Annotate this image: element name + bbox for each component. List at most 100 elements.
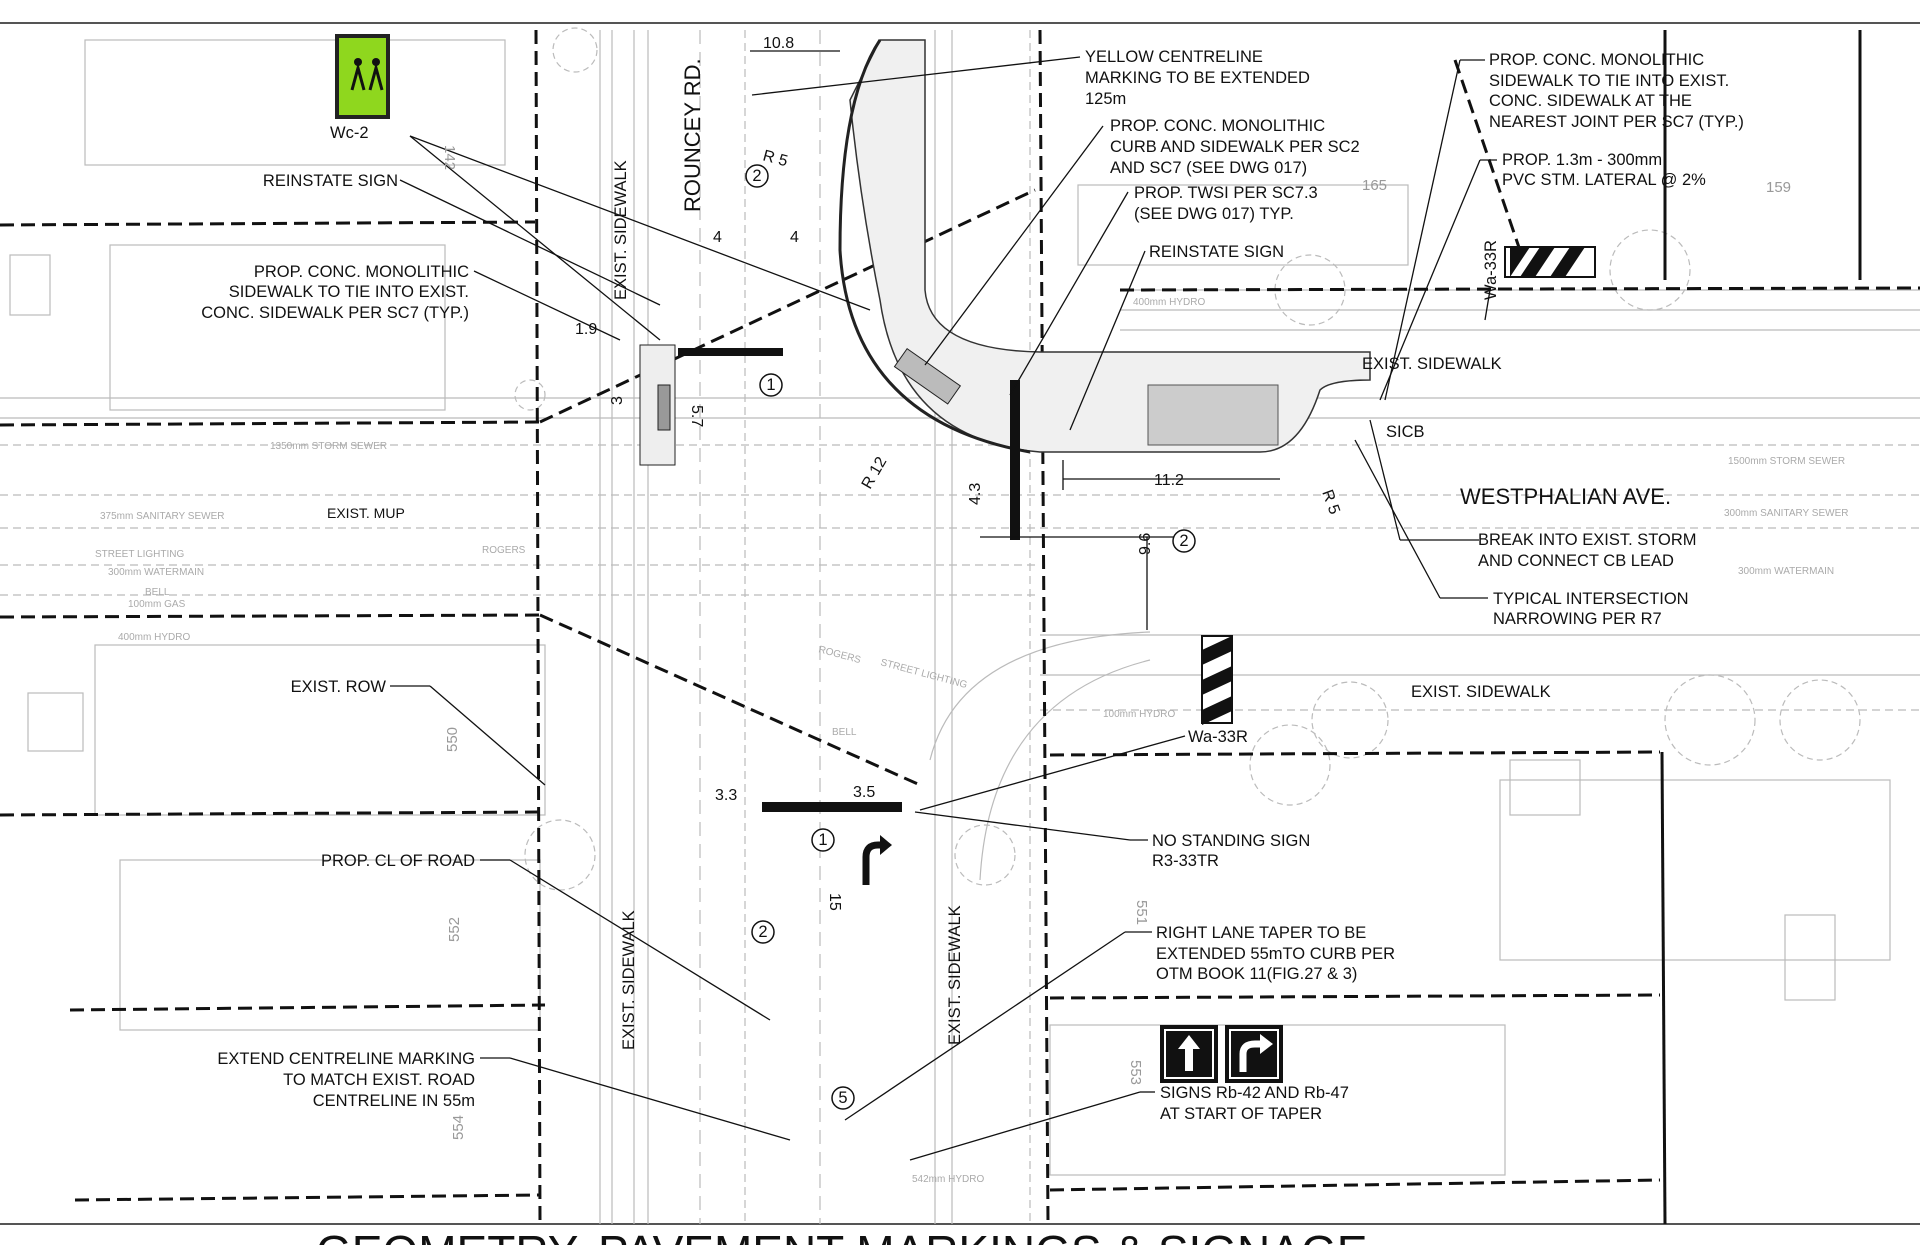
callout-exist-row: EXIST. ROW xyxy=(291,678,387,696)
lot-number: 554 xyxy=(450,1115,467,1140)
label-exist-sidewalk: EXIST. SIDEWALK xyxy=(1362,355,1502,373)
drawing-title: GEOMETRY, PAVEMENT MARKINGS & SIGNAGE xyxy=(316,1226,1367,1245)
callout-break-storm-1: BREAK INTO EXIST. STORM xyxy=(1478,531,1697,549)
callout-prop-cl-road: PROP. CL OF ROAD xyxy=(321,852,475,870)
callout-wa33r-top: Wa-33R xyxy=(1482,240,1500,300)
callout-sidewalk-tie-right-3: CONC. SIDEWALK AT THE xyxy=(1489,92,1692,110)
lot-number: 550 xyxy=(444,727,461,752)
callout-signs-rb-1: SIGNS Rb-42 AND Rb-47 xyxy=(1160,1084,1349,1102)
dimension: 4 xyxy=(790,229,799,246)
callout-twsi-1: PROP. TWSI PER SC7.3 xyxy=(1134,184,1318,202)
school-crossing-sign-icon xyxy=(335,34,390,119)
callout-sidewalk-tie-left-3: CONC. SIDEWALK PER SC7 (TYP.) xyxy=(201,304,469,322)
callout-sicb: SICB xyxy=(1386,423,1425,441)
dimension: 11.2 xyxy=(1154,472,1184,489)
utility-label: 300mm WATERMAIN xyxy=(108,567,204,578)
right-turn-arrow-marking-icon xyxy=(862,835,892,885)
callout-yellow-centreline-3: 125m xyxy=(1085,90,1126,108)
dimension: 4.3 xyxy=(967,483,984,505)
proposed-curb-sidewalk xyxy=(639,39,1371,466)
utility-label: 400mm HYDRO xyxy=(118,632,190,643)
dimension: R 5 xyxy=(1318,488,1343,517)
callout-yellow-centreline-1: YELLOW CENTRELINE xyxy=(1085,48,1263,66)
callout-twsi-2: (SEE DWG 017) TYP. xyxy=(1134,205,1294,223)
callout-signs-rb-2: AT START OF TAPER xyxy=(1160,1105,1322,1123)
callout-extend-centreline-1: EXTEND CENTRELINE MARKING xyxy=(217,1050,475,1068)
callout-no-standing-1: NO STANDING SIGN xyxy=(1152,832,1310,850)
street-name-rouncey: ROUNCEY RD. xyxy=(680,58,705,212)
utility-label: 300mm WATERMAIN xyxy=(1738,566,1834,577)
callout-right-lane-taper-1: RIGHT LANE TAPER TO BE xyxy=(1156,924,1366,942)
marker-2: 2 xyxy=(758,923,767,941)
callout-sidewalk-tie-right-2: SIDEWALK TO TIE INTO EXIST. xyxy=(1489,72,1729,90)
right-turn-sign-icon xyxy=(1225,1025,1283,1083)
dimension: 3.3 xyxy=(715,787,737,804)
utility-label: ROGERS xyxy=(482,545,526,556)
dimension: 10.8 xyxy=(763,35,794,52)
existing-linework xyxy=(0,27,1920,1224)
callout-prop-curb-2: CURB AND SIDEWALK PER SC2 xyxy=(1110,138,1360,156)
utility-label: 300mm SANITARY SEWER xyxy=(1724,508,1848,519)
lot-number: 553 xyxy=(1127,1060,1144,1085)
callout-sidewalk-tie-right-1: PROP. CONC. MONOLITHIC xyxy=(1489,51,1704,69)
dimension: 3.5 xyxy=(853,784,875,801)
lot-number: 142 xyxy=(441,145,458,170)
callout-narrowing-1: TYPICAL INTERSECTION xyxy=(1493,590,1689,608)
straight-ahead-sign-icon xyxy=(1160,1025,1218,1083)
utility-label: 100mm GAS xyxy=(128,599,186,610)
callout-extend-centreline-3: CENTRELINE IN 55m xyxy=(313,1092,475,1110)
dimension: 4 xyxy=(713,229,722,246)
label-exist-sidewalk: EXIST. SIDEWALK xyxy=(612,160,630,300)
dimension: 15 xyxy=(826,893,843,911)
marker-2: 2 xyxy=(752,167,761,185)
leader-lines xyxy=(390,50,1497,1161)
callout-reinstate-sign-left: REINSTATE SIGN xyxy=(263,172,398,190)
callout-reinstate-sign-right: REINSTATE SIGN xyxy=(1149,243,1284,261)
utility-label: BELL xyxy=(832,727,857,738)
callout-prop-curb-1: PROP. CONC. MONOLITHIC xyxy=(1110,117,1325,135)
utility-label: ROGERS xyxy=(817,644,862,666)
callout-sidewalk-tie-left-2: SIDEWALK TO TIE INTO EXIST. xyxy=(229,283,469,301)
utility-label: BELL xyxy=(145,587,170,598)
callout-pvc-lateral-1: PROP. 1.3m - 300mm xyxy=(1502,151,1662,169)
utility-label: STREET LIGHTING xyxy=(879,657,968,691)
marker-2: 2 xyxy=(1179,532,1188,550)
dimension: 1.9 xyxy=(575,321,597,338)
dimension: R 12 xyxy=(859,454,891,492)
lot-number: 165 xyxy=(1362,177,1387,194)
utility-label: STREET LIGHTING xyxy=(95,549,184,560)
dimensions: 10.8 R 5 4 4 1.9 3 5.7 R 12 4.3 11.2 R 5… xyxy=(575,35,1343,911)
callout-break-storm-2: AND CONNECT CB LEAD xyxy=(1478,552,1674,570)
property-lines xyxy=(0,29,1920,1225)
marker-5: 5 xyxy=(838,1089,847,1107)
callout-sidewalk-tie-left-1: PROP. CONC. MONOLITHIC xyxy=(254,263,469,281)
callout-sidewalk-tie-right-4: NEAREST JOINT PER SC7 (TYP.) xyxy=(1489,113,1744,131)
utility-label: 375mm SANITARY SEWER xyxy=(100,511,224,522)
pavement-markings xyxy=(678,348,1020,812)
label-exist-sidewalk: EXIST. SIDEWALK xyxy=(620,910,638,1050)
utility-label: 100mm HYDRO xyxy=(1103,709,1175,720)
dimension: 9.6 xyxy=(1137,533,1154,555)
label-exist-sidewalk: EXIST. SIDEWALK xyxy=(1411,683,1551,701)
utility-label: 400mm HYDRO xyxy=(1133,297,1205,308)
dimension: 3 xyxy=(609,396,626,405)
callout-right-lane-taper-2: EXTENDED 55mTO CURB PER xyxy=(1156,945,1395,963)
street-name-westphalian: WESTPHALIAN AVE. xyxy=(1460,484,1671,509)
callout-prop-curb-3: AND SC7 (SEE DWG 017) xyxy=(1110,159,1307,177)
dimension: 5.7 xyxy=(688,405,705,427)
callout-extend-centreline-2: TO MATCH EXIST. ROAD xyxy=(283,1071,475,1089)
callout-right-lane-taper-3: OTM BOOK 11(FIG.27 & 3) xyxy=(1156,965,1357,983)
callout-wa33r-bottom: Wa-33R xyxy=(1188,728,1248,746)
utility-label: 542mm HYDRO xyxy=(912,1174,984,1185)
hazard-marker-icon xyxy=(1504,246,1596,278)
callout-yellow-centreline-2: MARKING TO BE EXTENDED xyxy=(1085,69,1310,87)
marker-1: 1 xyxy=(766,376,775,394)
callout-wc2: Wc-2 xyxy=(330,124,369,142)
lot-number: 552 xyxy=(446,917,463,942)
callout-narrowing-2: NARROWING PER R7 xyxy=(1493,610,1662,628)
marker-1: 1 xyxy=(818,831,827,849)
callouts: YELLOW CENTRELINE MARKING TO BE EXTENDED… xyxy=(201,48,1744,1123)
dimension: R 5 xyxy=(761,147,790,170)
label-exist-sidewalk: EXIST. SIDEWALK xyxy=(946,905,964,1045)
